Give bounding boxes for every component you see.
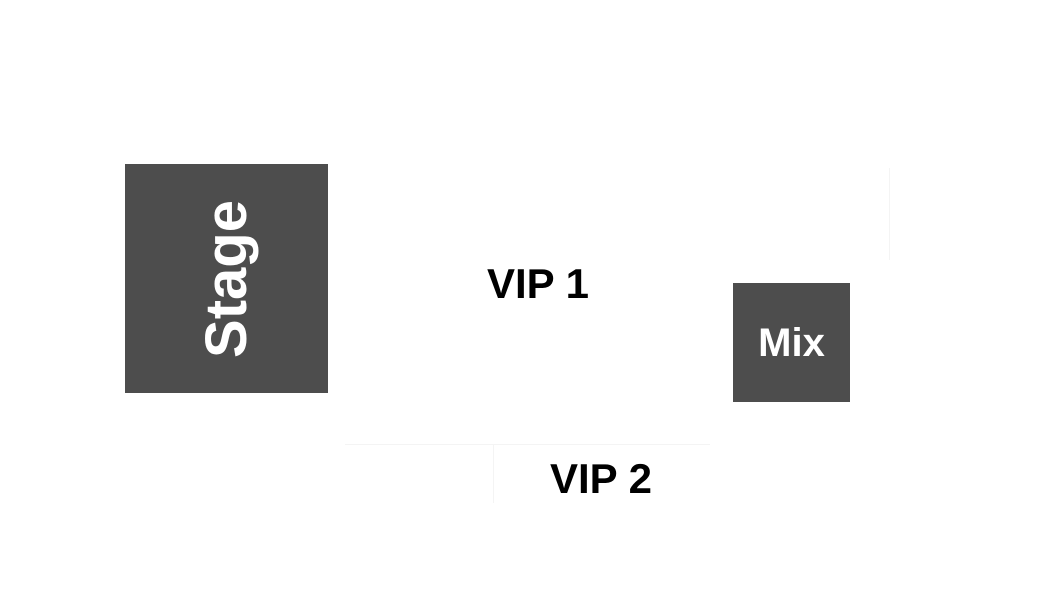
vip1-label[interactable]: VIP 1 xyxy=(487,260,589,307)
mix-area[interactable]: Mix xyxy=(733,283,850,402)
mix-label: Mix xyxy=(758,320,825,365)
faint-divider-horizontal xyxy=(345,444,710,445)
faint-divider-vertical xyxy=(889,168,890,260)
stage-area[interactable]: Stage xyxy=(125,164,328,393)
faint-divider-vertical-lower xyxy=(493,445,494,503)
stage-label: Stage xyxy=(193,199,259,358)
vip2-label[interactable]: VIP 2 xyxy=(550,455,652,502)
